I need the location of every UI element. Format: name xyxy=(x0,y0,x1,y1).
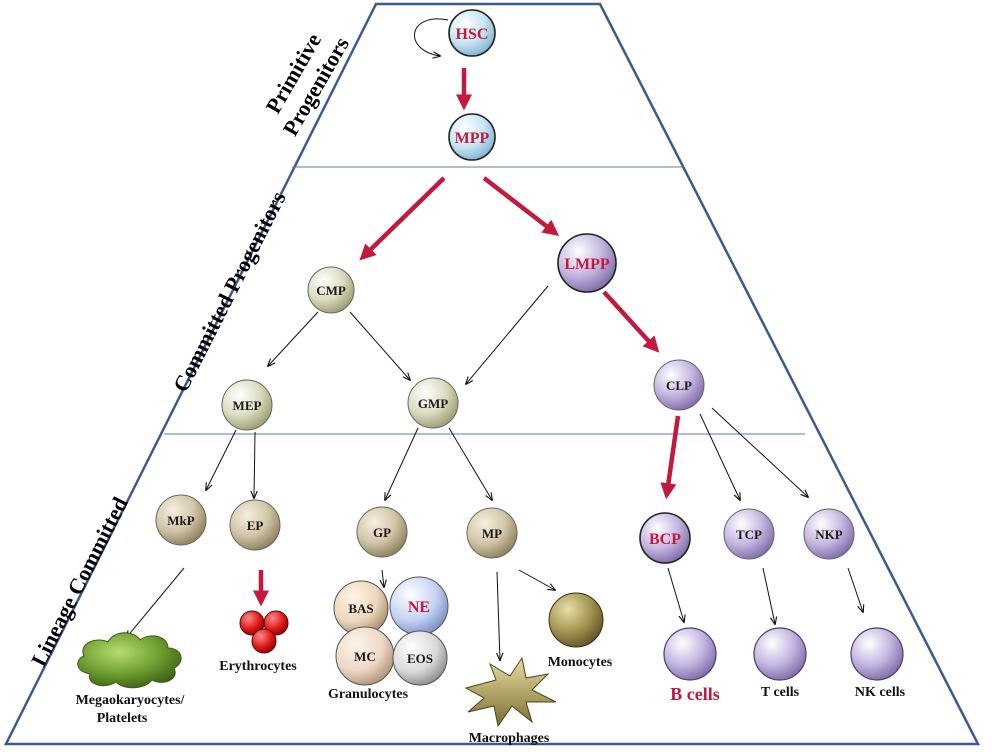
nk-cell xyxy=(850,627,904,681)
label-platelets-text: Platelets xyxy=(97,711,148,726)
cell-mpp: MPP xyxy=(448,113,496,161)
label-macrophages: Macrophages xyxy=(469,731,550,746)
svg-text:MkP: MkP xyxy=(167,513,195,528)
arrow-lmpp-clp xyxy=(602,290,660,353)
platelets-shape xyxy=(77,632,182,689)
granulocytes-cluster: BAS NE MC EOS xyxy=(333,576,449,686)
svg-text:MC: MC xyxy=(354,649,376,664)
cell-tcp: TCP xyxy=(723,508,775,560)
pyramid-outline xyxy=(3,2,981,746)
svg-text:CMP: CMP xyxy=(316,283,346,298)
svg-text:TCP: TCP xyxy=(736,527,762,542)
label-b-cells: B cells xyxy=(670,684,720,704)
cell-nkp: NKP xyxy=(803,508,855,560)
label-nk-cells: NK cells xyxy=(855,685,906,700)
svg-text:NE: NE xyxy=(408,599,430,616)
cell-bcp: BCP xyxy=(639,512,691,564)
svg-text:GMP: GMP xyxy=(418,396,448,411)
label-monocytes: Monocytes xyxy=(548,655,613,670)
self-renewal-arrow xyxy=(414,18,449,56)
t-cell xyxy=(753,627,807,681)
svg-text:GP: GP xyxy=(373,525,391,540)
cell-lmpp: LMPP xyxy=(557,233,617,293)
cell-gp: GP xyxy=(356,506,408,558)
cell-clp: CLP xyxy=(653,359,705,411)
arrow-mpp-lmpp xyxy=(482,176,560,236)
lineage-arrows xyxy=(126,285,863,660)
highlight-arrows xyxy=(252,68,681,607)
macrophage-shape xyxy=(464,656,557,728)
svg-text:EOS: EOS xyxy=(407,651,433,666)
cell-mp: MP xyxy=(466,507,518,559)
cell-cmp: CMP xyxy=(307,266,355,314)
svg-text:EP: EP xyxy=(247,518,264,533)
b-cell xyxy=(663,627,717,681)
label-t-cells: T cells xyxy=(761,685,800,700)
svg-text:BAS: BAS xyxy=(348,601,373,616)
zone-label-committed: Committed Progenitors xyxy=(168,187,291,396)
arrow-clp-bcp xyxy=(660,415,681,500)
svg-text:HSC: HSC xyxy=(456,26,489,43)
arrow-mpp-cmp xyxy=(359,176,446,261)
cell-hsc: HSC xyxy=(448,9,496,57)
svg-text:CLP: CLP xyxy=(666,378,692,393)
svg-text:MP: MP xyxy=(482,526,502,541)
svg-text:MEP: MEP xyxy=(233,398,262,413)
svg-text:NKP: NKP xyxy=(815,527,843,542)
cell-gmp: GMP xyxy=(407,377,459,429)
svg-text:MPP: MPP xyxy=(455,130,490,147)
cell-mkp: MkP xyxy=(155,494,207,546)
label-erythrocytes: Erythrocytes xyxy=(219,659,297,674)
label-megakaryocytes: Megaokaryocytes/ xyxy=(76,693,186,708)
erythrocytes-cluster xyxy=(239,610,289,654)
cell-ep: EP xyxy=(229,499,281,551)
monocyte-cell xyxy=(548,592,604,648)
label-granulocytes: Granulocytes xyxy=(328,687,409,702)
cell-mep: MEP xyxy=(221,379,273,431)
svg-text:BCP: BCP xyxy=(649,531,681,548)
svg-text:LMPP: LMPP xyxy=(564,256,610,273)
